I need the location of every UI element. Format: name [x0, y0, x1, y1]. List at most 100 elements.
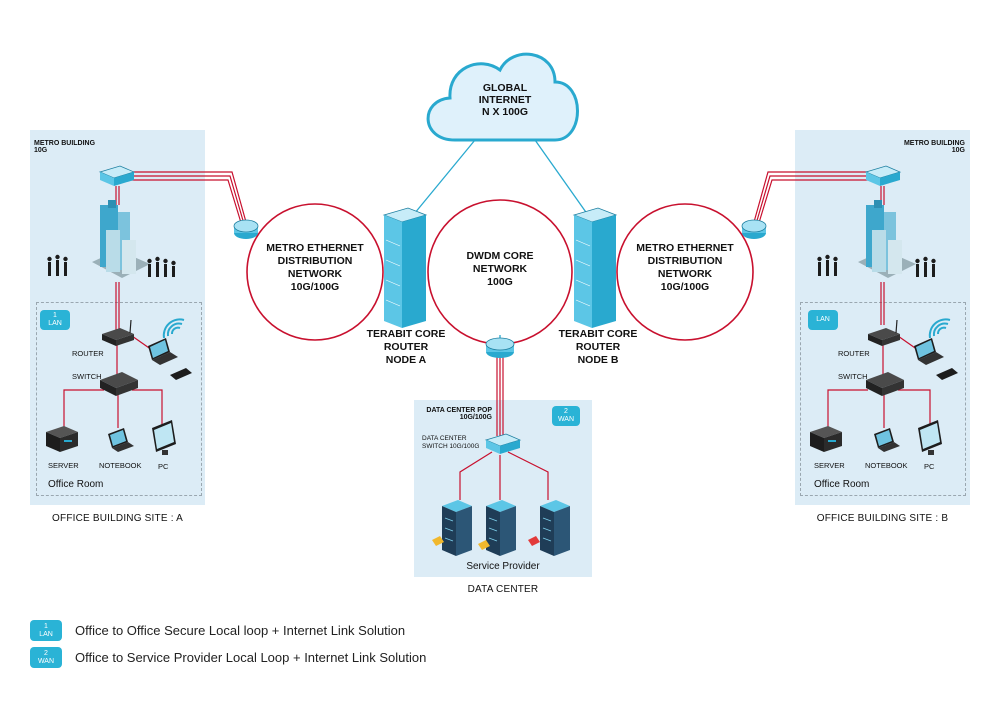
ring-center-line-2: NETWORK — [472, 263, 528, 275]
office-router-left-label: ROUTER — [72, 349, 104, 358]
lan-badge-right-text: LAN — [816, 316, 830, 323]
office-switch-left-label: SWITCH — [72, 372, 102, 381]
ring-center-label: DWDM CORE NETWORK 100G — [450, 250, 550, 289]
people-left-icon — [47, 254, 176, 277]
legend-wan-tag: WAN — [37, 657, 55, 665]
metro-building-left-speed: 10G — [34, 147, 48, 154]
network-rings — [246, 199, 754, 345]
cloud-line-1: GLOBAL — [482, 82, 528, 94]
site-a-label: OFFICE BUILDING SITE : A — [52, 513, 183, 524]
ring-left-line-2: DISTRIBUTION — [277, 255, 353, 267]
legend-wan-num: 2 — [44, 649, 48, 657]
metro-building-left-title: METRO BUILDING — [34, 140, 96, 147]
metro-switch-left-icon — [98, 165, 136, 186]
office-router-right-icon — [868, 319, 900, 346]
ring-left-label: METRO ETHERNET DISTRIBUTION NETWORK 10G/… — [262, 242, 368, 294]
metro-switch-right-icon — [864, 165, 902, 186]
office-server-left-label: SERVER — [48, 461, 79, 470]
wan-badge-num: 2 — [564, 408, 568, 415]
server-right-icon — [810, 426, 842, 452]
pc-right-icon — [918, 420, 942, 455]
datacenter-router-icon — [485, 337, 515, 358]
datacenter-caption: DATA CENTER — [467, 584, 539, 595]
legend-wan-badge: 2 WAN — [30, 647, 62, 668]
wifi-left-icon — [162, 318, 185, 339]
legend-lan-text: Office to Office Secure Local loop + Int… — [75, 623, 406, 638]
red-links-datacenter — [459, 355, 549, 500]
server-rack-2-icon — [478, 500, 516, 556]
site-b-label: OFFICE BUILDING SITE : B — [816, 513, 949, 524]
ring-center-line-3: 100G — [487, 276, 513, 288]
legend-wan-text: Office to Service Provider Local Loop + … — [75, 650, 427, 665]
wifi-right-icon — [928, 318, 951, 339]
node-b-label: TERABIT CORE ROUTER NODE B — [548, 328, 648, 367]
ring-right-line-1: METRO ETHERNET — [636, 242, 734, 254]
node-a-line-1: TERABIT CORE — [366, 328, 446, 340]
office-notebook-right-label: NOTEBOOK — [865, 461, 908, 470]
office-notebook-left-label: NOTEBOOK — [99, 461, 142, 470]
office-room-left-label: Office Room — [48, 479, 104, 490]
datacenter-switch-line-2: SWITCH 10G/100G — [422, 443, 480, 450]
ring-left — [246, 203, 384, 341]
office-router-left-icon — [102, 319, 134, 346]
office-room-right-box — [800, 302, 966, 496]
laptop-right-icon — [914, 338, 944, 365]
office-pc-left-label: PC — [158, 462, 169, 471]
metro-building-left-label: METRO BUILDING 10G — [34, 140, 95, 154]
metro-building-right-speed: 10G — [951, 147, 965, 154]
red-links-right — [753, 171, 931, 428]
datacenter-pop-line-2: 10G/100G — [459, 414, 492, 421]
metro-building-left-icon — [92, 200, 150, 278]
server-rack-1-icon — [432, 500, 472, 556]
datacenter-switch-line-1: DATA CENTER — [422, 435, 467, 442]
ring-right-label: METRO ETHERNET DISTRIBUTION NETWORK 10G/… — [632, 242, 738, 294]
office-room-right-label: Office Room — [814, 479, 870, 490]
cloud-line-2: INTERNET — [478, 94, 532, 106]
node-b-line-2: ROUTER — [575, 341, 621, 353]
terabit-core-router-a-icon — [382, 207, 428, 328]
server-rack-3-icon — [528, 500, 570, 556]
office-switch-left-icon — [100, 372, 138, 396]
office-server-right-label: SERVER — [814, 461, 845, 470]
node-a-line-3: NODE A — [385, 354, 427, 366]
office-pc-right-label: PC — [924, 462, 935, 471]
lan-badge-right: LAN — [808, 310, 838, 330]
red-links-left — [63, 171, 247, 428]
pc-left-icon — [152, 420, 176, 455]
node-a-label: TERABIT CORE ROUTER NODE A — [356, 328, 456, 367]
server-left-icon — [46, 426, 78, 452]
ring-center-line-1: DWDM CORE — [466, 250, 534, 262]
datacenter-pop-label: DATA CENTER POP 10G/100G — [422, 407, 492, 421]
ring-right-line-2: DISTRIBUTION — [647, 255, 723, 267]
node-b-line-1: TERABIT CORE — [558, 328, 638, 340]
office-router-right-label: ROUTER — [838, 349, 870, 358]
ring-left-line-1: METRO ETHERNET — [266, 242, 364, 254]
metro-building-right-title: METRO BUILDING — [903, 140, 965, 147]
cloud-line-3: N X 100G — [481, 106, 529, 118]
internet-cloud-icon — [426, 52, 579, 142]
wan-badge-text: WAN — [557, 416, 575, 423]
notebook-right-icon — [874, 428, 900, 452]
office-switch-right-icon — [866, 372, 904, 396]
tablet-right-icon — [936, 368, 958, 380]
datacenter-switch-label: DATA CENTER SWITCH 10G/100G — [422, 435, 479, 451]
metro-router-right-icon — [741, 219, 767, 239]
tablet-left-icon — [170, 368, 192, 380]
terabit-core-router-b-icon — [572, 207, 618, 328]
legend-lan-num: 1 — [44, 622, 48, 630]
legend-lan-badge: 1 LAN — [30, 620, 62, 641]
ring-right — [616, 203, 754, 341]
ring-left-line-4: 10G/100G — [290, 281, 340, 293]
ring-right-line-4: 10G/100G — [660, 281, 710, 293]
lan-badge-left-text: LAN — [48, 320, 62, 327]
datacenter-pop-line-1: DATA CENTER POP — [426, 407, 492, 414]
metro-building-right-label: METRO BUILDING 10G — [880, 140, 965, 154]
cloud-label: GLOBAL INTERNET N X 100G — [460, 82, 550, 118]
node-b-line-3: NODE B — [577, 354, 619, 366]
service-provider-label: Service Provider — [466, 561, 540, 572]
lan-badge-left: 1 LAN — [40, 310, 70, 330]
lan-badge-left-num: 1 — [53, 312, 57, 319]
metro-router-left-icon — [233, 219, 259, 239]
ring-left-line-3: NETWORK — [287, 268, 343, 280]
